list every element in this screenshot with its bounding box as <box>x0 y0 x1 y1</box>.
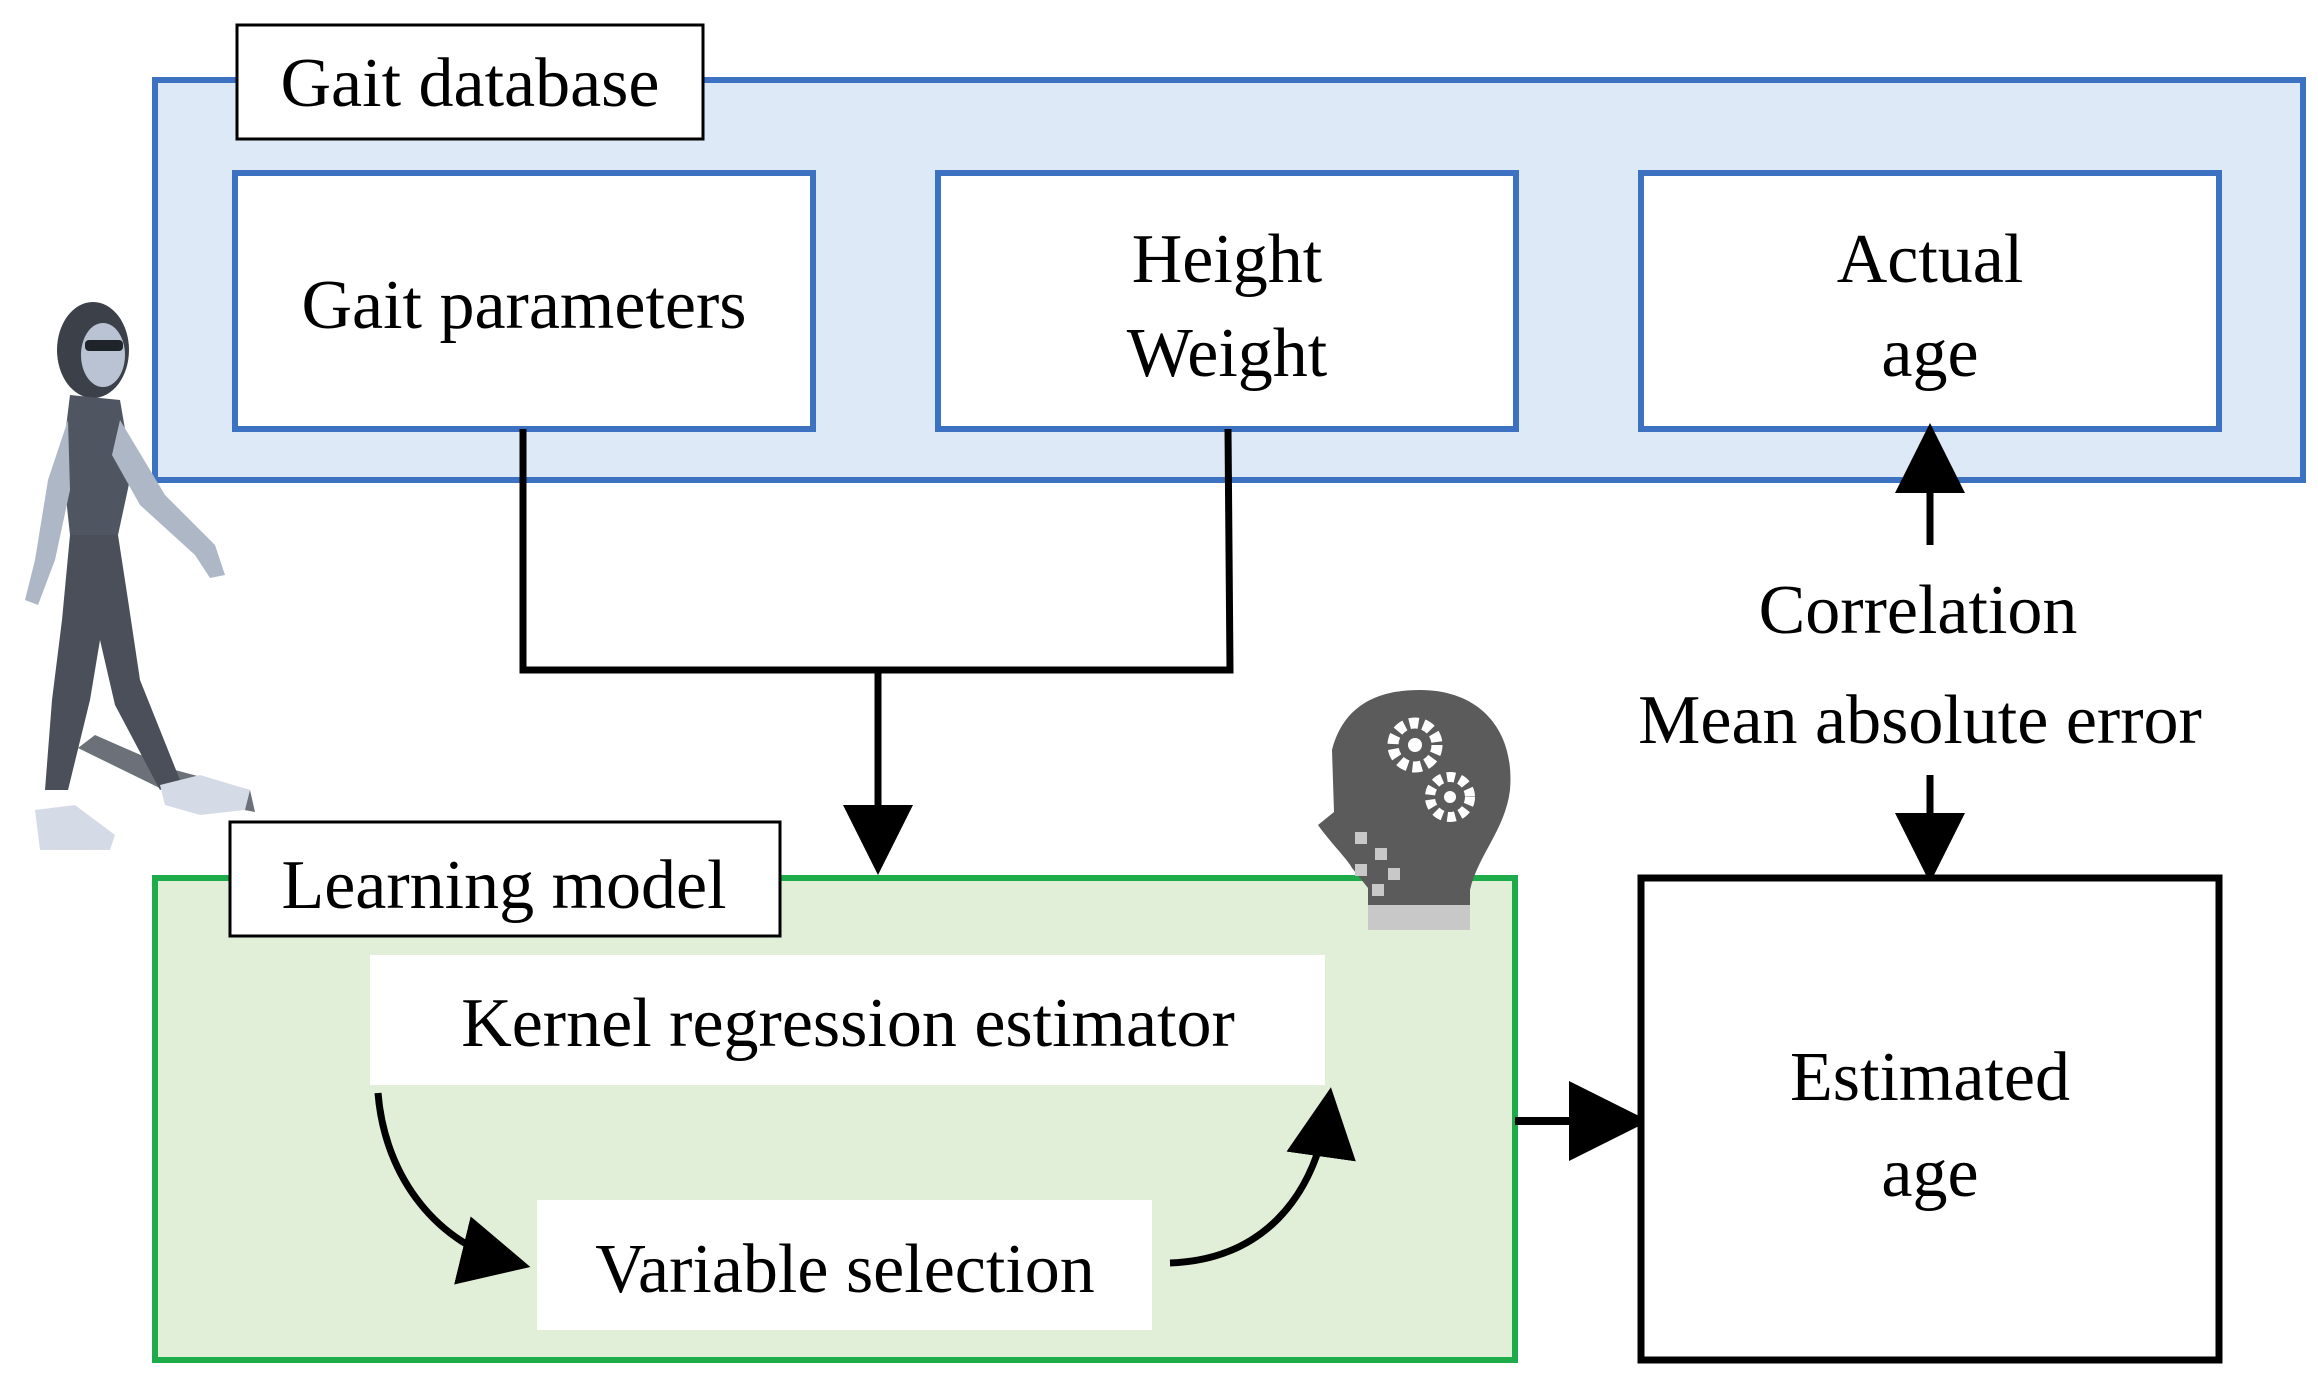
walking-person-icon <box>25 302 255 850</box>
kernel-estimator-label: Kernel regression estimator <box>461 985 1235 1062</box>
variable-selection-box <box>537 1200 1152 1330</box>
mae-label: Mean absolute error <box>1638 682 2202 759</box>
estimated-age-box <box>1637 874 2223 1364</box>
walker-sunglasses <box>85 340 123 351</box>
height-weight-box <box>935 170 1519 432</box>
correlation-label: Correlation <box>1759 572 2078 649</box>
estimated-age-line1: Estimated <box>1790 1039 2070 1116</box>
walker-shoe-back <box>35 805 115 850</box>
learning-model-title: Learning model <box>281 847 726 924</box>
actual-age-line1: Actual <box>1837 221 2024 298</box>
head-gears-icon <box>1318 690 1511 930</box>
estimated-age-group: Estimated age <box>1637 874 2223 1364</box>
walker-arm-left <box>25 420 70 605</box>
walker-legs <box>45 535 180 790</box>
gait-parameters-box <box>232 170 816 432</box>
gear-small-hub <box>1444 791 1456 803</box>
metrics-group: Correlation Mean absolute error <box>1638 423 2202 883</box>
gait-database-group: Gait database Gait parameters Height Wei… <box>152 23 2306 483</box>
gait-parameters-label: Gait parameters <box>301 267 746 344</box>
head-neck-shade <box>1368 905 1470 930</box>
walker-torso <box>62 395 132 535</box>
curved-arrow-down <box>374 1092 531 1285</box>
gear-large <box>1387 717 1443 773</box>
gear-small <box>1425 772 1475 822</box>
learning-model-title-box <box>228 820 782 938</box>
gear-large-hub <box>1408 738 1422 752</box>
kernel-estimator-box <box>370 955 1325 1085</box>
walker-arm-right <box>112 420 225 578</box>
weight-label: Weight <box>1127 315 1328 392</box>
gait-database-title-box <box>235 23 705 141</box>
network-glyph <box>1355 832 1400 896</box>
height-label: Height <box>1132 221 1323 298</box>
actual-age-line2: age <box>1881 315 1978 392</box>
walker-shoe-front <box>160 775 250 815</box>
input-connector <box>519 428 1234 875</box>
walker-face <box>81 323 125 387</box>
variable-selection-label: Variable selection <box>595 1231 1095 1308</box>
estimated-age-line2: age <box>1881 1135 1978 1212</box>
learning-model-group: Learning model Kernel regression estimat… <box>152 820 1518 1363</box>
gait-database-title: Gait database <box>281 45 660 122</box>
curved-arrow-up <box>1169 1087 1356 1267</box>
